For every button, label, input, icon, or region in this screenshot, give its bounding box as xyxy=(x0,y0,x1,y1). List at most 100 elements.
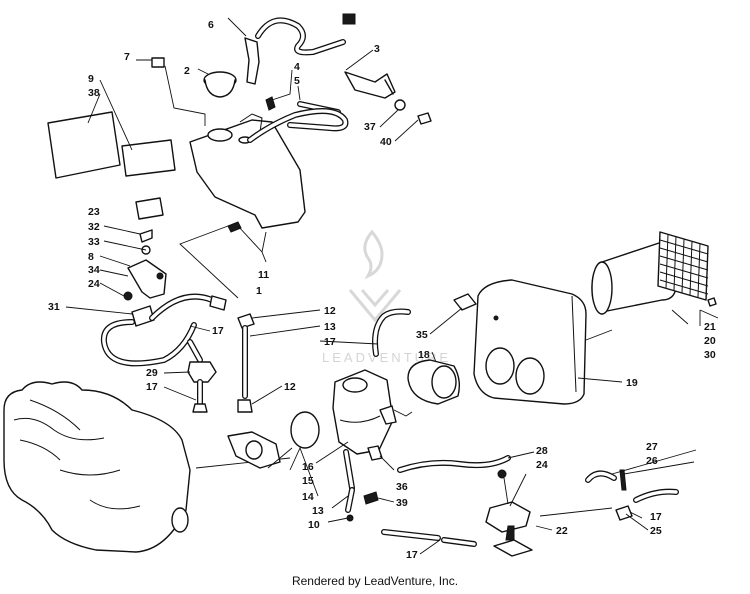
callout-2: 2 xyxy=(184,65,190,77)
callout-28: 28 xyxy=(536,445,548,457)
callout-13a: 13 xyxy=(324,321,336,333)
callout-9: 9 xyxy=(88,73,94,85)
leader-29-17 xyxy=(163,371,197,401)
hose-13-lower xyxy=(343,449,355,522)
drain-screw xyxy=(227,221,242,233)
callout-22: 22 xyxy=(556,525,568,537)
washer xyxy=(394,99,406,111)
carb-cable-leader xyxy=(393,409,413,417)
carburetor xyxy=(332,369,397,455)
callout-30: 30 xyxy=(704,349,716,361)
callout-32: 32 xyxy=(88,221,100,233)
callout-1: 1 xyxy=(256,285,262,297)
callout-labels: 1 2 3 4 5 6 7 8 9 10 11 12 12 13 13 14 1… xyxy=(48,19,716,561)
footer-credit: Rendered by LeadVenture, Inc. xyxy=(291,574,459,588)
leader-39 xyxy=(377,497,395,503)
leader-1-11 xyxy=(179,225,267,299)
intake-flange xyxy=(227,431,281,469)
leader-16 xyxy=(315,441,349,464)
callout-33: 33 xyxy=(88,236,100,248)
callout-25: 25 xyxy=(650,525,662,537)
leader-17-lower xyxy=(419,539,441,555)
callout-38: 38 xyxy=(88,87,100,99)
screen-screw xyxy=(707,297,717,307)
callout-21: 21 xyxy=(704,321,716,333)
callout-17c: 17 xyxy=(324,336,336,348)
leader-19 xyxy=(577,329,623,383)
callout-13b: 13 xyxy=(312,505,324,517)
leader-13-10 xyxy=(327,495,349,523)
callout-36: 36 xyxy=(396,481,408,493)
callout-31: 31 xyxy=(48,301,60,313)
callout-16: 16 xyxy=(302,461,314,473)
callout-24a: 24 xyxy=(88,278,100,290)
callout-18: 18 xyxy=(418,349,430,361)
leader-7 xyxy=(136,59,206,126)
callout-27: 27 xyxy=(646,441,658,453)
callout-17b: 17 xyxy=(146,381,158,393)
vent-line xyxy=(244,13,356,85)
callout-12a: 12 xyxy=(324,305,336,317)
callout-39: 39 xyxy=(396,497,408,509)
leader-9-38 xyxy=(87,79,133,151)
label-decal xyxy=(135,197,164,220)
leader-31 xyxy=(65,306,133,315)
leader-20-21-30 xyxy=(671,309,719,326)
mount-bracket xyxy=(344,71,396,99)
clamp-hose-vertical xyxy=(237,313,255,413)
fuel-line-right xyxy=(585,469,679,521)
leader-12-13 xyxy=(249,309,321,405)
leader-35 xyxy=(429,307,463,335)
hose-clip xyxy=(363,491,379,505)
pump-bracket-assembly xyxy=(123,229,167,301)
callout-8: 8 xyxy=(88,251,94,263)
callout-11: 11 xyxy=(258,269,269,281)
callout-29: 29 xyxy=(146,367,158,379)
pulse-tee xyxy=(131,293,227,327)
fuel-tank xyxy=(189,113,306,229)
engine-block xyxy=(3,381,191,553)
leader-14-15 xyxy=(267,446,319,497)
callout-23: 23 xyxy=(88,206,100,218)
callout-40: 40 xyxy=(380,136,392,148)
fuel-cap xyxy=(203,71,237,98)
leader-18 xyxy=(431,351,437,363)
fuel-hose-center xyxy=(372,308,411,357)
airbox xyxy=(473,279,587,405)
callout-17a: 17 xyxy=(212,325,224,337)
fuel-pump xyxy=(485,469,533,557)
leader-3-4-5 xyxy=(271,49,374,101)
leader-22 xyxy=(535,525,553,531)
carb-clamp xyxy=(290,411,320,449)
callout-12b: 12 xyxy=(284,381,296,393)
callout-17e: 17 xyxy=(650,511,662,523)
callout-17d: 17 xyxy=(406,549,418,561)
callout-6: 6 xyxy=(208,19,214,31)
callout-35: 35 xyxy=(416,329,428,341)
leader-25-26-27 xyxy=(539,449,697,531)
decal-sheets xyxy=(47,111,176,179)
callout-4: 4 xyxy=(294,61,300,73)
callout-5: 5 xyxy=(294,75,300,87)
fuel-hose-lower xyxy=(381,529,477,547)
intake-silencer xyxy=(591,231,709,315)
fuel-fitting xyxy=(265,96,276,111)
callout-14: 14 xyxy=(302,491,314,503)
airbox-clip xyxy=(453,293,477,311)
fuel-hose-28 xyxy=(397,455,511,473)
leader-2-6 xyxy=(197,17,247,75)
intake-boot xyxy=(407,359,461,405)
callout-20: 20 xyxy=(704,335,716,347)
small-decal xyxy=(151,57,165,68)
inline-filter xyxy=(187,339,217,413)
callout-3: 3 xyxy=(374,43,380,55)
watermark-text: LEADVENTURE xyxy=(322,350,451,365)
fuel-hose-upper xyxy=(247,101,349,143)
callout-34: 34 xyxy=(88,264,100,276)
bolt xyxy=(417,112,432,125)
leader-17-center xyxy=(319,340,379,345)
callout-26: 26 xyxy=(646,455,658,467)
leader-37-40 xyxy=(379,109,419,142)
callout-37: 37 xyxy=(364,121,376,133)
leader-36 xyxy=(379,455,395,471)
